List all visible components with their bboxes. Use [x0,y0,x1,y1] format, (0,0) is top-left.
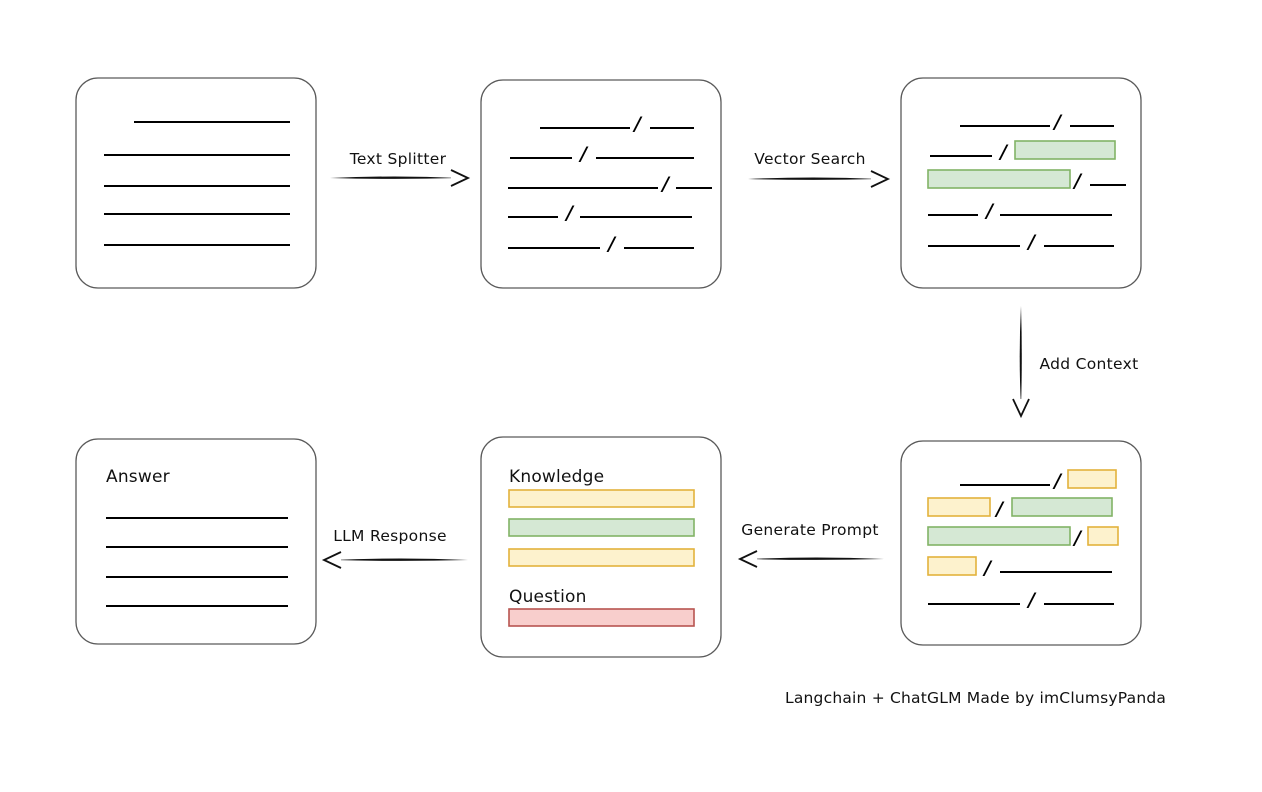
edge-llm-response: LLM Response [321,527,468,569]
node-context-chunks-row2-seg1-separator-slash: / [1072,527,1083,549]
node-prompt-row0-seg0-highlight-yellow[interactable] [508,489,695,508]
node-prompt-row3-seg0-highlight-red[interactable] [508,608,695,627]
node-title-prompt-1: Question [509,587,587,607]
node-split-chunks-row2-seg1-separator-slash: / [660,173,671,195]
edge-arrowhead-vector-search [870,170,891,188]
edge-arrowhead-llm-response [321,551,342,569]
node-box-split-chunks[interactable] [480,79,722,289]
node-split-chunks-row1-seg1-separator-slash: / [578,143,589,165]
node-context-chunks[interactable]: / / / / / [900,440,1142,646]
node-prompt-row2-seg0-highlight-yellow[interactable] [508,548,695,567]
edge-label-llm-response: LLM Response [333,527,447,545]
edge-generate-prompt: Generate Prompt [737,521,884,568]
node-split-chunks-row0-seg1-separator-slash: / [632,113,643,135]
node-split-chunks-row3-seg1-separator-slash: / [564,202,575,224]
node-title-answer-0: Answer [106,467,170,487]
node-vector-match-chunks-row1-seg2-highlight-green[interactable] [1014,140,1116,160]
node-context-chunks-row0-seg1-separator-slash: / [1052,470,1063,492]
edge-add-context: Add Context [1012,306,1139,419]
node-vector-match-chunks-row0-seg1-separator-slash: / [1052,111,1063,133]
edge-label-add-context: Add Context [1040,355,1139,373]
edge-vector-search: Vector Search [748,150,891,188]
node-box-source-document[interactable] [75,77,317,289]
edge-shaft-llm-response [333,558,468,561]
edge-text-splitter: Text Splitter [330,150,471,187]
edge-label-generate-prompt: Generate Prompt [741,521,878,539]
node-answer[interactable]: Answer [75,438,317,645]
node-context-chunks-row2-seg2-highlight-yellow[interactable] [1087,526,1119,546]
edge-shaft-text-splitter [330,176,459,179]
node-context-chunks-row2-seg0-highlight-green[interactable] [927,526,1071,546]
node-vector-match-chunks[interactable]: / / / / / [900,77,1142,289]
node-context-chunks-row1-seg1-separator-slash: / [994,498,1005,520]
node-vector-match-chunks-row3-seg1-separator-slash: / [984,200,995,222]
node-context-chunks-row0-seg2-highlight-yellow[interactable] [1067,469,1117,489]
edge-arrowhead-add-context [1012,398,1030,419]
node-split-chunks-row4-seg1-separator-slash: / [606,233,617,255]
node-context-chunks-row3-seg0-highlight-yellow[interactable] [927,556,977,576]
edge-shaft-vector-search [748,177,879,180]
node-title-prompt-0: Knowledge [509,467,604,487]
node-vector-match-chunks-row2-seg0-highlight-green[interactable] [927,169,1071,189]
node-vector-match-chunks-row4-seg1-separator-slash: / [1026,231,1037,253]
edge-arrowhead-generate-prompt [737,550,758,568]
edge-shaft-generate-prompt [749,557,884,560]
diagram-caption: Langchain + ChatGLM Made by imClumsyPand… [785,689,1166,707]
edge-label-text-splitter: Text Splitter [349,150,447,168]
node-prompt-row1-seg0-highlight-green[interactable] [508,518,695,537]
edge-shaft-add-context [1019,306,1022,407]
edge-label-vector-search: Vector Search [754,150,865,168]
node-split-chunks[interactable]: / / / / / [480,79,722,289]
node-context-chunks-row4-seg1-separator-slash: / [1026,589,1037,611]
node-source-document[interactable] [75,77,317,289]
node-context-chunks-row1-seg2-highlight-green[interactable] [1011,497,1113,517]
node-context-chunks-row3-seg1-separator-slash: / [982,557,993,579]
edge-arrowhead-text-splitter [450,169,471,187]
node-box-answer[interactable] [75,438,317,645]
node-vector-match-chunks-row2-seg1-separator-slash: / [1072,170,1083,192]
node-vector-match-chunks-row1-seg1-separator-slash: / [998,141,1009,163]
node-context-chunks-row1-seg0-highlight-yellow[interactable] [927,497,991,517]
